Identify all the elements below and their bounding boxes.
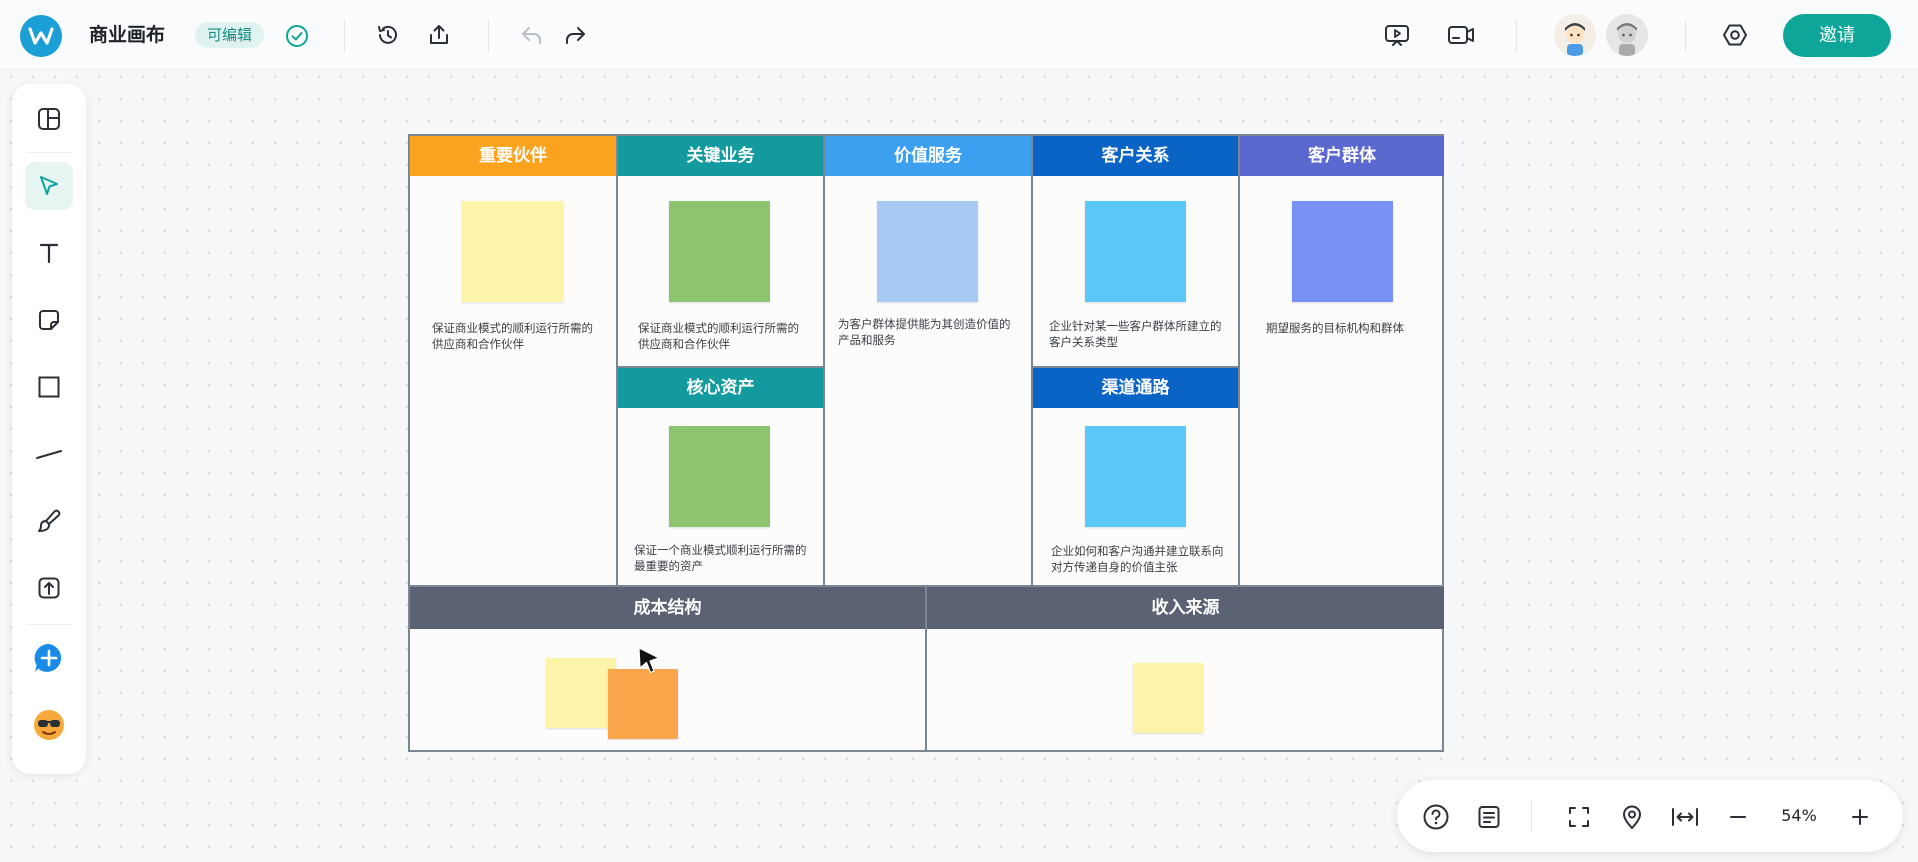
section-header: 核心资产 xyxy=(618,368,823,408)
divider xyxy=(344,20,345,52)
fullscreen-icon[interactable] xyxy=(1564,802,1594,832)
emoji-avatar-icon[interactable] xyxy=(25,701,73,749)
video-icon[interactable] xyxy=(1446,20,1476,50)
cost-structure-section[interactable]: 成本结构 xyxy=(410,587,927,750)
fit-width-icon[interactable] xyxy=(1669,802,1701,832)
sticky-note[interactable] xyxy=(1085,201,1186,302)
history-icon[interactable] xyxy=(374,21,402,49)
bottom-toolbar: 54% xyxy=(1397,780,1903,852)
divider xyxy=(26,624,72,625)
zoom-level[interactable]: 54% xyxy=(1781,806,1817,825)
editable-badge: 可编辑 xyxy=(195,22,265,48)
sticky-note[interactable] xyxy=(608,669,678,739)
invite-button[interactable]: 邀请 xyxy=(1783,14,1891,57)
customer-segments-section[interactable]: 客户群体 期望服务的目标机构和群体 xyxy=(1240,136,1444,587)
zoom-in-icon[interactable] xyxy=(1845,802,1875,832)
upload-icon[interactable] xyxy=(25,564,73,612)
avatar[interactable] xyxy=(1554,14,1596,56)
section-header: 成本结构 xyxy=(410,587,925,629)
channels-section[interactable]: 渠道通路 企业如何和客户沟通并建立联系向对方传递自身的价值主张 xyxy=(1033,368,1240,587)
section-description: 企业如何和客户沟通并建立联系向对方传递自身的价值主张 xyxy=(1051,544,1224,574)
notes-icon[interactable] xyxy=(1474,802,1504,832)
section-description: 企业针对某一些客户群体所建立的客户关系类型 xyxy=(1049,319,1222,349)
key-partners-section[interactable]: 重要伙伴 保证商业模式的顺利运行所需的供应商和合作伙伴 xyxy=(410,136,618,587)
brush-icon[interactable] xyxy=(25,497,73,545)
present-icon[interactable] xyxy=(1382,20,1412,50)
divider xyxy=(26,152,72,153)
section-header: 渠道通路 xyxy=(1033,368,1238,408)
section-header: 关键业务 xyxy=(618,136,823,176)
sticky-note[interactable] xyxy=(877,201,978,302)
sticky-note[interactable] xyxy=(1292,201,1393,302)
share-icon[interactable] xyxy=(425,21,453,49)
key-activities-section[interactable]: 关键业务 保证商业模式的顺利运行所需的供应商和合作伙伴 xyxy=(618,136,825,368)
section-description: 保证商业模式的顺利运行所需的供应商和合作伙伴 xyxy=(638,321,799,351)
divider xyxy=(1531,800,1532,832)
divider xyxy=(1516,20,1517,52)
sticky-note[interactable] xyxy=(462,201,563,302)
document-title[interactable]: 商业画布 xyxy=(89,24,166,46)
cursor-pointer-icon xyxy=(636,645,662,675)
layout-icon[interactable] xyxy=(25,95,73,143)
sticky-note[interactable] xyxy=(546,658,616,728)
location-icon[interactable] xyxy=(1617,802,1647,832)
add-chat-icon[interactable] xyxy=(25,634,73,682)
text-icon[interactable] xyxy=(25,229,73,277)
section-description: 期望服务的目标机构和群体 xyxy=(1266,321,1404,335)
redo-icon[interactable] xyxy=(561,21,589,49)
section-header: 重要伙伴 xyxy=(410,136,616,176)
section-description: 保证商业模式的顺利运行所需的供应商和合作伙伴 xyxy=(432,321,593,351)
key-resources-section[interactable]: 核心资产 保证一个商业模式顺利运行所需的最重要的资产 xyxy=(618,368,825,587)
section-description: 为客户群体提供能为其创造价值的产品和服务 xyxy=(838,317,1011,347)
w-logo-icon[interactable] xyxy=(20,15,62,57)
section-description: 保证一个商业模式顺利运行所需的最重要的资产 xyxy=(634,543,807,573)
sticky-note[interactable] xyxy=(669,426,770,527)
value-proposition-section[interactable]: 价值服务 为客户群体提供能为其创造价值的产品和服务 xyxy=(825,136,1033,587)
sticky-note-icon[interactable] xyxy=(25,296,73,344)
sticky-note[interactable] xyxy=(669,201,770,302)
top-bar: 商业画布 可编辑 邀请 xyxy=(0,0,1918,70)
select-pointer-icon[interactable] xyxy=(25,162,73,210)
undo-icon[interactable] xyxy=(518,21,546,49)
revenue-streams-section[interactable]: 收入来源 xyxy=(927,587,1444,750)
sticky-note[interactable] xyxy=(1133,663,1203,733)
line-icon[interactable] xyxy=(25,430,73,478)
section-header: 客户关系 xyxy=(1033,136,1238,176)
settings-icon[interactable] xyxy=(1720,20,1750,50)
divider xyxy=(1685,20,1686,52)
left-toolbar xyxy=(12,84,86,774)
help-icon[interactable] xyxy=(1421,802,1451,832)
business-model-canvas: 重要伙伴 保证商业模式的顺利运行所需的供应商和合作伙伴 关键业务 保证商业模式的… xyxy=(408,134,1444,752)
divider xyxy=(488,20,489,52)
section-header: 客户群体 xyxy=(1240,136,1444,176)
saved-check-icon xyxy=(284,23,310,49)
customer-relationships-section[interactable]: 客户关系 企业针对某一些客户群体所建立的客户关系类型 xyxy=(1033,136,1240,368)
sticky-note[interactable] xyxy=(1085,426,1186,527)
rectangle-icon[interactable] xyxy=(25,363,73,411)
section-header: 收入来源 xyxy=(927,587,1444,629)
section-header: 价值服务 xyxy=(825,136,1031,176)
zoom-out-icon[interactable] xyxy=(1723,802,1753,832)
avatar[interactable] xyxy=(1606,14,1648,56)
